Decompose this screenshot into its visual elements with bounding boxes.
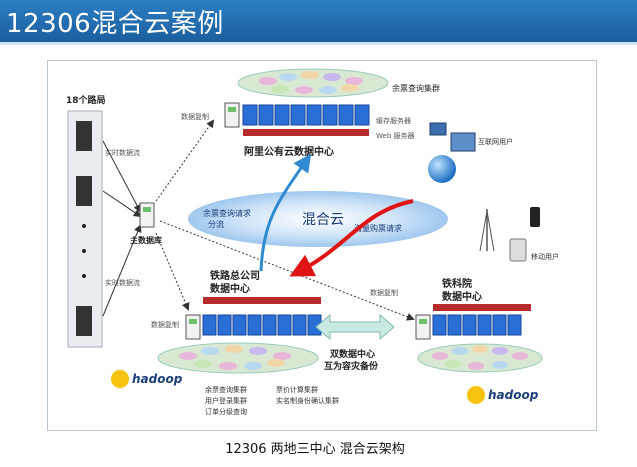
academy-cluster-nodes xyxy=(432,345,528,370)
mobile-users-label: 移动用户 xyxy=(531,252,559,261)
route-server-icon xyxy=(76,306,92,336)
internet-monitor-icon xyxy=(429,122,447,136)
stream-arrow xyxy=(102,224,142,317)
query-split-label-line2: 分流 xyxy=(208,219,224,229)
cache-server-label: 缓存服务器 xyxy=(376,116,411,125)
stream-arrow xyxy=(102,140,141,213)
hadoop-left-label: hadoop xyxy=(132,372,183,386)
aliyun-cache-bar xyxy=(243,129,369,136)
replication-academy-line xyxy=(159,220,415,321)
replication-aliyun-line xyxy=(155,119,215,202)
diagram-canvas: 18个路局 实时数据流 实时数据流 主数据库 数据复制 数据复制 数据复制 余票… xyxy=(66,68,559,416)
rail-cluster-nodes xyxy=(179,345,291,370)
tablet-icon xyxy=(509,238,527,262)
legend-item: 实名制身份确认集群 xyxy=(276,396,339,405)
web-server-label: Web 服务器 xyxy=(376,131,415,140)
rail-center-label-line1: 铁路总公司 xyxy=(210,269,260,282)
aliyun-server-icon xyxy=(224,102,240,128)
dual-center-label-line1: 双数据中心 xyxy=(330,348,375,360)
internet-users-label: 互联网用户 xyxy=(478,137,513,146)
hybrid-cloud-shape xyxy=(188,191,448,247)
architecture-diagram: 18个路局 实时数据流 实时数据流 主数据库 数据复制 数据复制 数据复制 余票… xyxy=(47,60,597,431)
ellipsis-dot xyxy=(82,224,86,228)
academy-cache-bar xyxy=(433,304,531,311)
diagram-caption: 12306 两地三中心 混合云架构 xyxy=(225,442,405,457)
legend-item: 票价计算集群 xyxy=(276,385,318,394)
globe-icon xyxy=(428,155,456,183)
cluster-nodes xyxy=(259,71,363,94)
query-split-arrow xyxy=(259,153,312,272)
hadoop-elephant-right-icon xyxy=(467,386,485,404)
hybrid-cloud-label: 混合云 xyxy=(302,212,344,228)
slide-header: 12306混合云案例 xyxy=(0,0,637,42)
dual-center-label-line2: 互为容灾备份 xyxy=(324,360,379,372)
ellipsis-dot xyxy=(82,274,86,278)
replication-academy-label: 数据复制 xyxy=(370,288,398,297)
academy-label-line1: 铁科院 xyxy=(442,277,472,290)
aliyun-center-label: 阿里公有云数据中心 xyxy=(244,145,334,158)
rail-center-label-line2: 数据中心 xyxy=(210,282,250,295)
replication-aliyun-label: 数据复制 xyxy=(181,112,209,121)
header-divider xyxy=(0,42,637,45)
query-split-label-line1: 余票查询请求 xyxy=(203,208,251,218)
slide-title: 12306混合云案例 xyxy=(6,9,224,39)
main-database-icon xyxy=(139,202,155,228)
rail-server-row xyxy=(202,314,322,336)
realtime-stream-bottom-label: 实时数据流 xyxy=(105,278,140,287)
internet-monitor-icon xyxy=(450,132,476,152)
main-database-label: 主数据库 xyxy=(130,235,162,245)
academy-server-row xyxy=(432,314,522,336)
rail-server-icon xyxy=(185,314,201,340)
massive-request-arrow xyxy=(289,199,414,277)
replication-rail-line xyxy=(155,232,190,311)
cluster-legend: 余票查询集群 用户登录集群 订单分级查询 票价计算集群 实名制身份确认集群 xyxy=(205,385,339,416)
route-server-icon xyxy=(76,121,92,151)
route-servers xyxy=(76,121,92,336)
realtime-stream-top-label: 实时数据流 xyxy=(105,148,140,157)
rail-cache-bar xyxy=(203,297,321,304)
legend-item: 余票查询集群 xyxy=(205,385,247,394)
academy-server-icon xyxy=(415,314,431,340)
academy-label-line2: 数据中心 xyxy=(442,290,482,303)
ticket-query-cluster-label: 余票查询集群 xyxy=(392,83,440,93)
massive-request-label: 海量购票请求 xyxy=(354,223,402,233)
hadoop-right-label: hadoop xyxy=(488,388,539,402)
ellipsis-dot xyxy=(82,249,86,253)
legend-item: 用户登录集群 xyxy=(205,396,247,405)
mobile-phone-icon xyxy=(530,207,540,227)
hadoop-elephant-left-icon xyxy=(111,370,129,388)
stream-arrow xyxy=(102,190,142,218)
dual-center-arrow xyxy=(315,313,395,341)
main-database-indicator xyxy=(143,207,151,212)
aliyun-server-row xyxy=(242,104,370,126)
routes-label: 18个路局 xyxy=(66,94,106,106)
replication-rail-label: 数据复制 xyxy=(151,320,179,329)
legend-item: 订单分级查询 xyxy=(205,407,247,416)
route-server-icon xyxy=(76,176,92,206)
